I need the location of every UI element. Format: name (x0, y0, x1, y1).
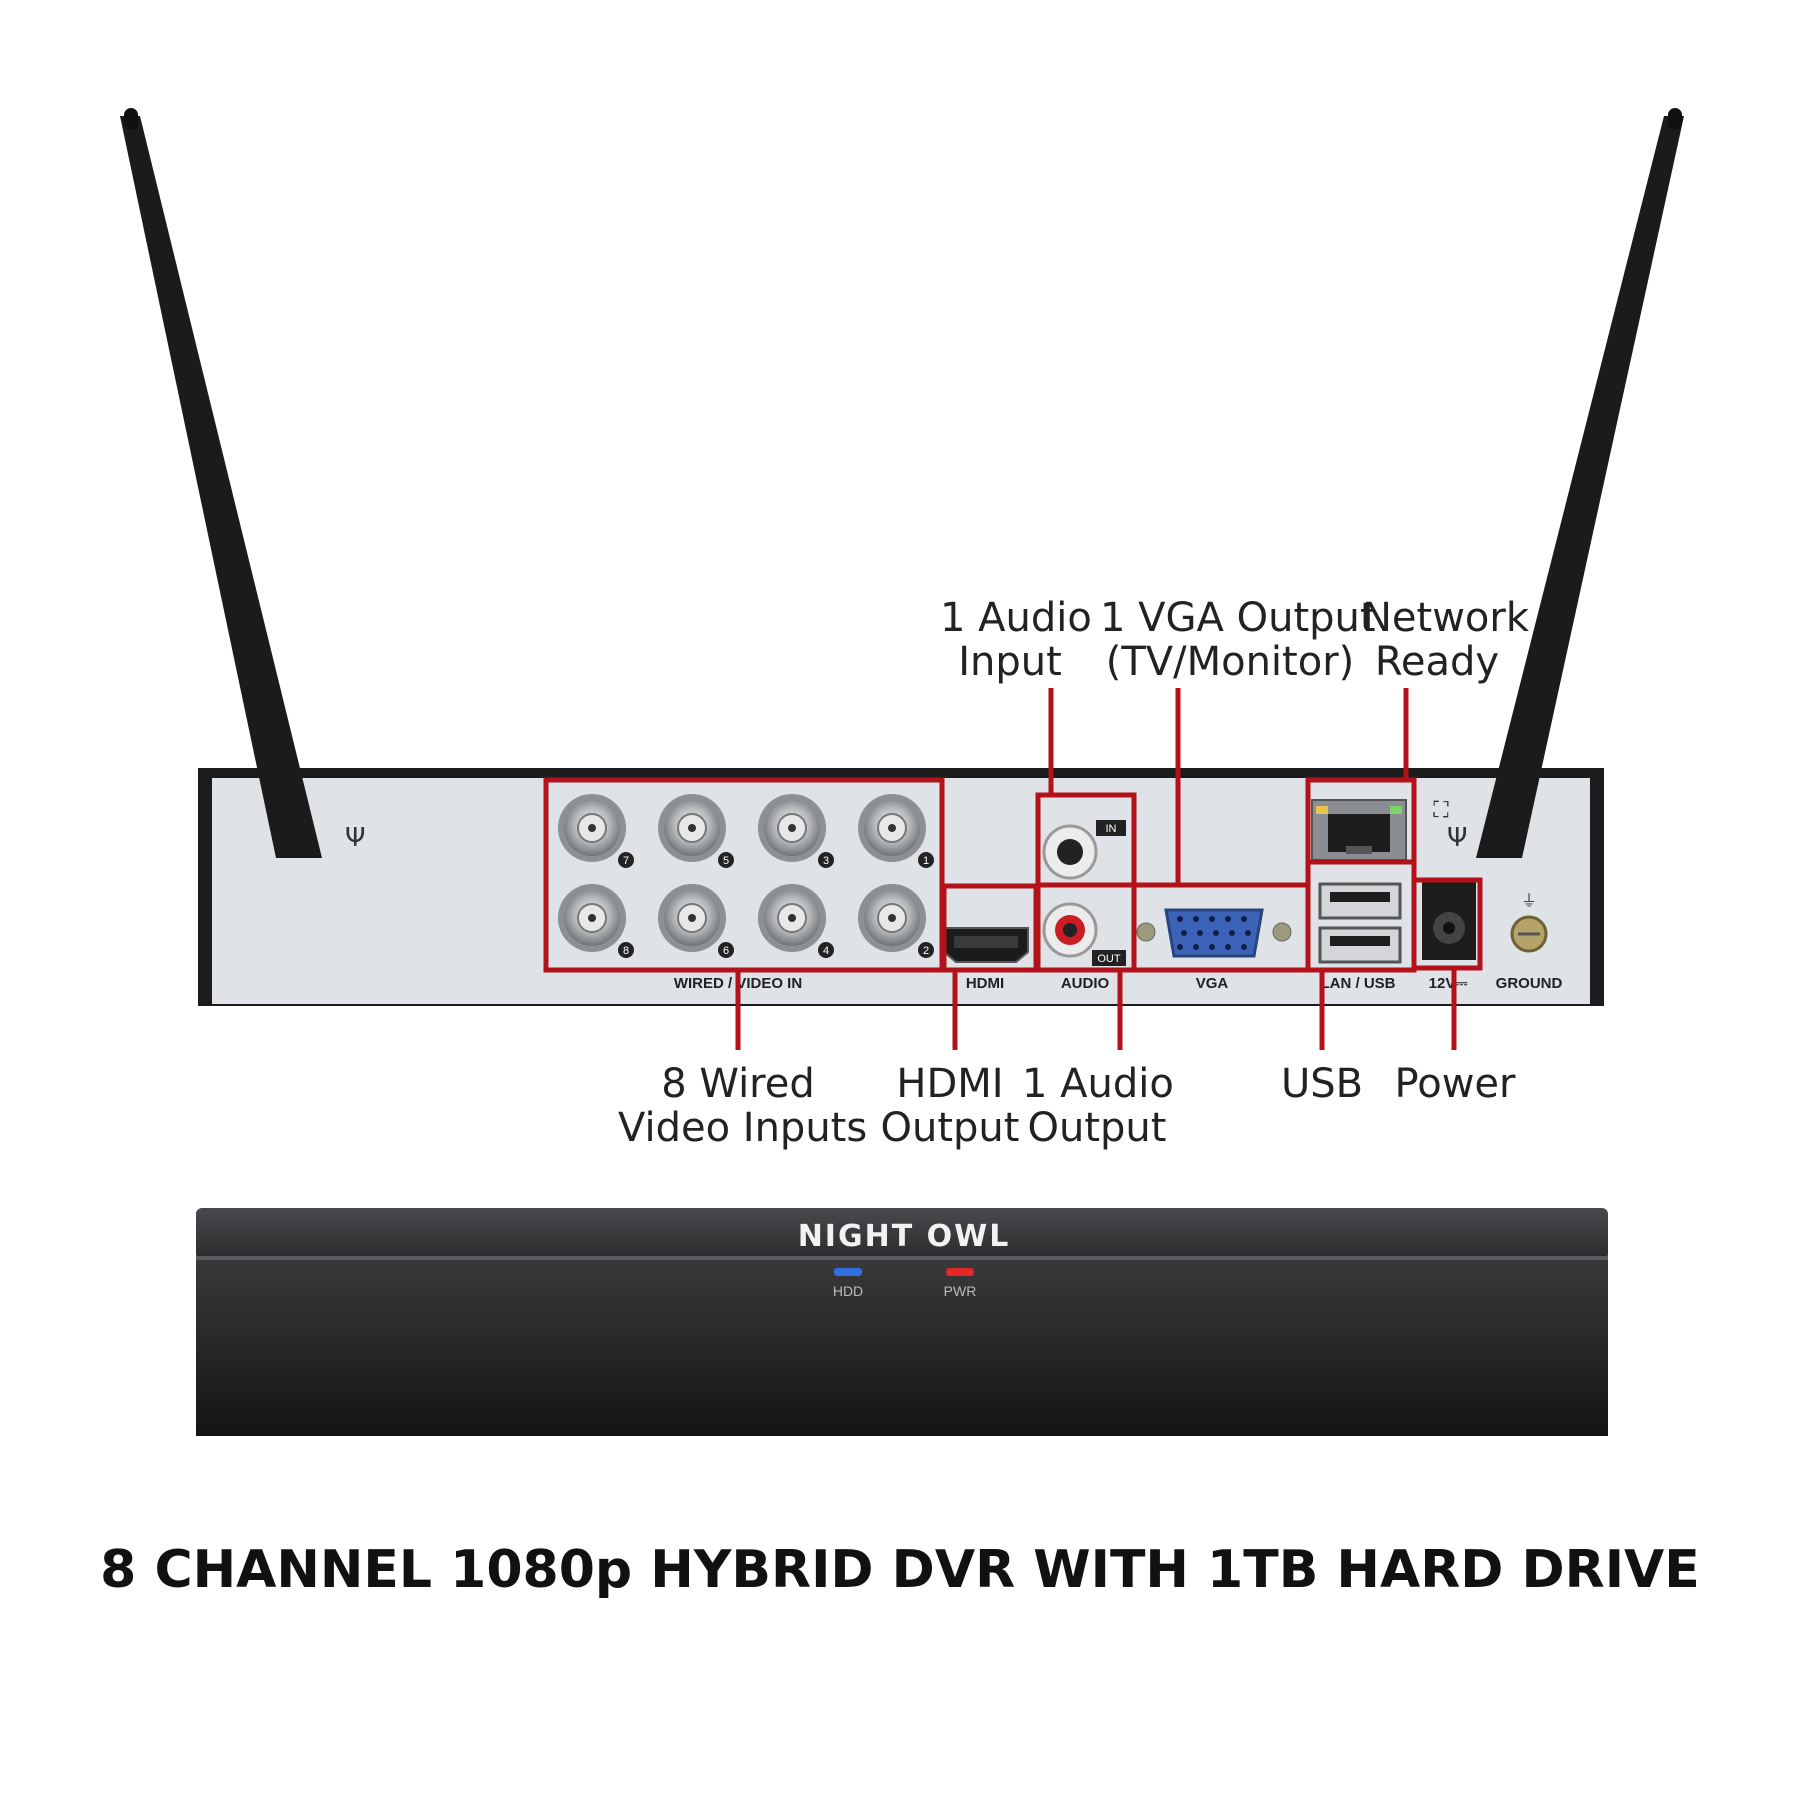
label-audio: AUDIO (1061, 975, 1110, 992)
channel-number: 2 (923, 945, 929, 957)
bnc-connector-1[interactable]: 1 (858, 794, 934, 868)
channel-number: 5 (723, 855, 729, 867)
bnc-connector-3[interactable]: 3 (758, 794, 834, 868)
vga-pin (1177, 916, 1183, 922)
status-leds: HDD PWR (833, 1268, 977, 1299)
audio-in-jack[interactable]: IN (1042, 820, 1126, 880)
callout-hdmi-output: HDMI Output (880, 1061, 1020, 1151)
front-unit: NIGHT OWL HDD PWR (196, 1208, 1608, 1436)
audio-out-jack[interactable]: OUT (1042, 902, 1126, 966)
channel-badge (718, 942, 734, 958)
bnc-connector-5[interactable]: 5 (658, 794, 734, 868)
channel-badge (918, 852, 934, 868)
vga-pin (1209, 944, 1215, 950)
bnc-connector-2[interactable]: 2 (858, 884, 934, 958)
label-power: 12V⎓ (1429, 975, 1468, 992)
hdmi-port[interactable] (943, 927, 1029, 963)
led-light (946, 1268, 974, 1276)
power-jack[interactable] (1422, 880, 1476, 960)
channel-badge (718, 852, 734, 868)
vga-pin (1181, 930, 1187, 936)
vga-pin (1225, 916, 1231, 922)
bnc-connector-4[interactable]: 4 (758, 884, 834, 958)
label-ground: GROUND (1496, 975, 1563, 992)
channel-number: 3 (823, 855, 829, 867)
highlight-boxes (543, 777, 1483, 973)
vga-pin (1197, 930, 1203, 936)
vga-pin (1193, 944, 1199, 950)
callout-usb: USB (1280, 1061, 1364, 1107)
network-icon: ⛶ (1433, 798, 1449, 823)
vga-port[interactable] (1136, 908, 1292, 958)
highlight-hdmi (941, 883, 1039, 973)
channel-badge (618, 942, 634, 958)
vga-pin (1193, 916, 1199, 922)
left-antenna: Ψ (120, 108, 365, 858)
channel-number: 8 (623, 945, 629, 957)
callout-audio-input: 1 Audio Input (940, 595, 1092, 685)
bnc-inputs: 7 5 3 1 8 6 4 2 (558, 794, 934, 958)
vga-pin (1177, 944, 1183, 950)
vga-pin (1241, 944, 1247, 950)
channel-badge (818, 852, 834, 868)
led-light (834, 1268, 862, 1276)
ground-screw: ⏚ (1510, 891, 1548, 953)
callout-video-inputs: 8 Wired Video Inputs (618, 1061, 868, 1151)
leader-lines (735, 688, 1457, 1050)
led-label: HDD (833, 1283, 863, 1299)
channel-number: 1 (923, 855, 929, 867)
callout-audio-output: 1 Audio Output (1022, 1061, 1174, 1151)
callout-power: Power (1394, 1061, 1516, 1107)
led-pwr: PWR (944, 1268, 977, 1299)
bnc-connector-8[interactable]: 8 (558, 884, 634, 958)
callout-vga-output: 1 VGA Output (TV/Monitor) (1100, 595, 1376, 685)
vga-pin (1245, 930, 1251, 936)
label-lan-usb: LAN / USB (1321, 975, 1396, 992)
antenna-icon: Ψ (1447, 823, 1467, 853)
usb-ports[interactable] (1318, 882, 1402, 964)
vga-pin (1241, 916, 1247, 922)
channel-number: 6 (723, 945, 729, 957)
label-vga: VGA (1196, 975, 1229, 992)
channel-badge (818, 942, 834, 958)
product-title: 8 CHANNEL 1080p HYBRID DVR WITH 1TB HARD… (100, 1540, 1700, 1600)
audio-out-tag: OUT (1097, 953, 1121, 965)
highlight-power (1411, 877, 1483, 971)
bnc-connector-6[interactable]: 6 (658, 884, 734, 958)
right-antenna: Ψ (1447, 108, 1684, 858)
channel-number: 4 (823, 945, 829, 957)
antenna-icon: Ψ (345, 823, 365, 853)
bnc-connector-7[interactable]: 7 (558, 794, 634, 868)
label-hdmi: HDMI (966, 975, 1004, 992)
channel-badge (618, 852, 634, 868)
brand-logo: NIGHT OWL (798, 1219, 1011, 1254)
highlight-video-in (543, 777, 945, 973)
vga-pin (1225, 944, 1231, 950)
vga-pin (1229, 930, 1235, 936)
vga-pin (1209, 916, 1215, 922)
led-hdd: HDD (833, 1268, 863, 1299)
led-label: PWR (944, 1283, 977, 1299)
callout-network-ready: Network Ready (1362, 595, 1530, 685)
vga-pin (1213, 930, 1219, 936)
channel-badge (918, 942, 934, 958)
ground-icon: ⏚ (1521, 891, 1537, 910)
audio-in-tag: IN (1106, 823, 1117, 835)
channel-number: 7 (623, 855, 629, 867)
lan-port[interactable]: ⛶ (1311, 798, 1449, 861)
